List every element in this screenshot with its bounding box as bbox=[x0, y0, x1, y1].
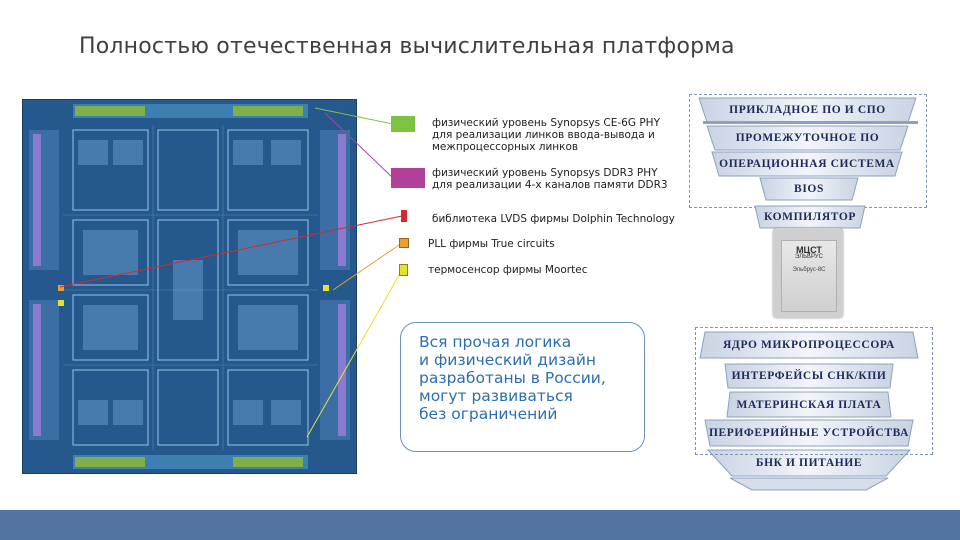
stack-motherboard: МАТЕРИНСКАЯ ПЛАТА bbox=[736, 398, 882, 411]
stack-cpu-core: ЯДРО МИКРОПРОЦЕССОРА bbox=[723, 339, 895, 351]
stack-operating-system: ОПЕРАЦИОННАЯ СИСТЕМА bbox=[719, 158, 895, 170]
magenta-block-icon bbox=[391, 168, 425, 188]
legend-text-ddr3: физический уровень Synopsys DDR3 PHY для… bbox=[432, 167, 668, 191]
stack-middleware: ПРОМЕЖУТОЧНОЕ ПО bbox=[735, 132, 880, 144]
processor-chip-image: МЦСТ ЭЛЬБРУС Эльбрус-8С bbox=[773, 228, 843, 318]
chip-die-image bbox=[22, 99, 357, 474]
red-block-icon bbox=[401, 210, 407, 222]
legend-text-lvds: библиотека LVDS фирмы Dolphin Technology bbox=[432, 213, 675, 225]
die-layout-drawing bbox=[23, 100, 356, 473]
orange-block-icon bbox=[399, 238, 409, 248]
footer-bar bbox=[0, 510, 960, 540]
chip-label: МЦСТ ЭЛЬБРУС Эльбрус-8С bbox=[781, 240, 837, 312]
stack-power: БНК И ПИТАНИЕ bbox=[755, 457, 863, 469]
callout-box: Вся прочая логика и физический дизайн ра… bbox=[400, 322, 645, 452]
stack-peripherals: ПЕРИФЕРИЙНЫЕ УСТРОЙСТВА bbox=[708, 427, 910, 439]
yellow-block-icon bbox=[399, 264, 408, 276]
hardware-stack-frame bbox=[695, 327, 933, 455]
stack-compiler: КОМПИЛЯТОР bbox=[763, 211, 857, 223]
legend-text-ce6g: физический уровень Synopsys CE-6G PHY дл… bbox=[432, 117, 660, 153]
stack-interfaces: ИНТЕРФЕЙСЫ СНК/КПИ bbox=[731, 370, 887, 382]
chip-sub: ЭЛЬБРУС bbox=[795, 254, 823, 260]
stack-applied-software: ПРИКЛАДНОЕ ПО И СПО bbox=[729, 104, 886, 116]
legend-text-thermo: термосенсор фирмы Moortec bbox=[428, 264, 588, 276]
chip-brand: МЦСТ bbox=[796, 245, 822, 255]
legend-text-pll: PLL фирмы True circuits bbox=[428, 238, 555, 250]
stack-bios: BIOS bbox=[794, 183, 824, 195]
slide-title: Полностью отечественная вычислительная п… bbox=[79, 34, 735, 59]
callout-text: Вся прочая логика и физический дизайн ра… bbox=[419, 333, 606, 423]
chip-model: Эльбрус-8С bbox=[792, 267, 826, 273]
green-block-icon bbox=[391, 116, 415, 132]
